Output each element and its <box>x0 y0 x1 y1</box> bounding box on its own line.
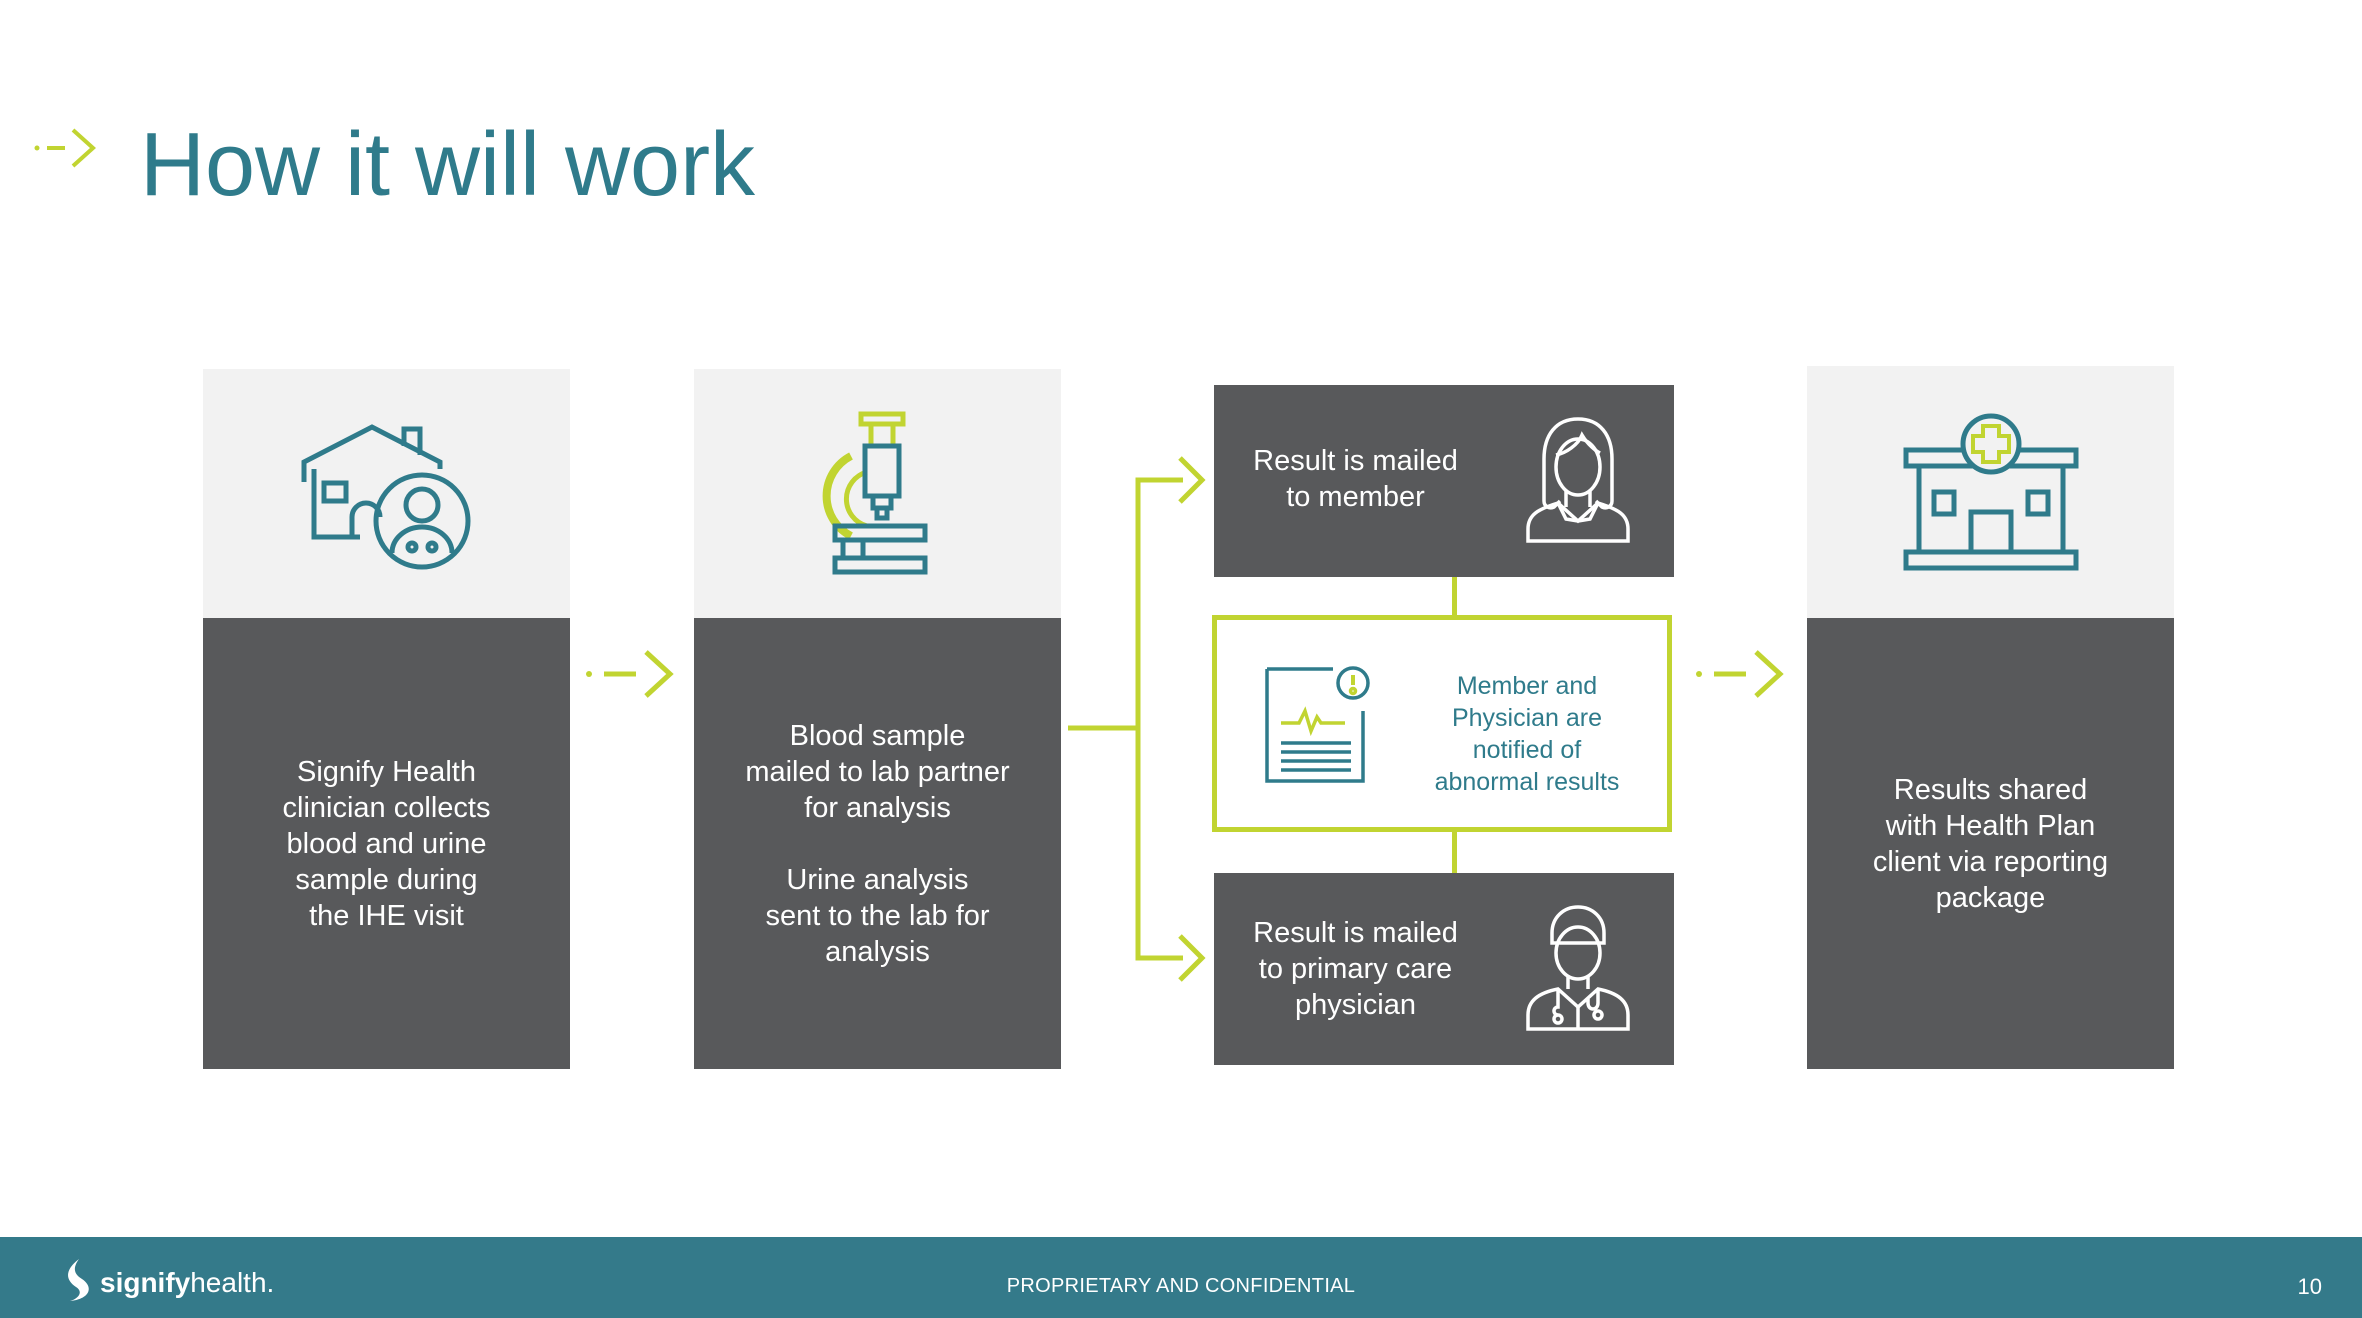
signify-health-logo: signifyhealth. <box>62 1257 274 1303</box>
notify-abnormal-text: Member and Physician are notified of abn… <box>1434 672 1620 796</box>
link-line-top <box>1452 577 1457 617</box>
page-number: 10 <box>2297 1274 2322 1299</box>
logo-wordmark: signifyhealth. <box>100 1267 274 1299</box>
link-line-bottom <box>1452 830 1457 875</box>
step-card-text-area: Results shared with Health Plan client v… <box>1807 618 2174 1069</box>
flow-arrow-icon <box>586 650 674 698</box>
step-card-text-area: Blood sample mailed to lab partner for a… <box>694 618 1061 1069</box>
step-text-lab: Blood sample mailed to lab partner for a… <box>745 719 1010 968</box>
step-card-lab: Blood sample mailed to lab partner for a… <box>694 369 1061 1069</box>
signify-logo-icon <box>68 1259 89 1301</box>
step-text-clinician: Signify Health clinician collects blood … <box>282 755 491 932</box>
confidential-notice: PROPRIETARY AND CONFIDENTIAL <box>1006 1275 1356 1297</box>
microscope-icon <box>822 411 927 574</box>
page-title: How it will work <box>140 115 756 215</box>
step-card-results-shared: Results shared with Health Plan client v… <box>1807 366 2174 1069</box>
house-clinician-icon <box>301 423 470 569</box>
result-physician-box: Result is mailed to primary care physici… <box>1214 873 1674 1065</box>
step-card-clinician: Signify Health clinician collects blood … <box>203 369 570 1069</box>
result-member-box: Result is mailed to member <box>1214 385 1674 577</box>
step-card-icon-area <box>1807 366 2174 618</box>
logo-bold-text: signify <box>100 1267 191 1298</box>
footer-bar: signifyhealth. PROPRIETARY AND CONFIDENT… <box>0 1237 2362 1318</box>
physician-icon <box>1526 905 1630 1031</box>
step-card-icon-area <box>694 369 1061 618</box>
notify-abnormal-box: Member and Physician are notified of abn… <box>1212 615 1672 832</box>
alert-report-icon <box>1265 666 1370 783</box>
branch-connector <box>1068 456 1206 982</box>
title-arrow-icon <box>34 128 96 168</box>
logo-light-text: health. <box>190 1267 275 1298</box>
result-physician-text: Result is mailed to primary care physici… <box>1253 917 1458 1021</box>
flow-arrow-icon <box>1696 650 1784 698</box>
hospital-icon <box>1903 413 2078 571</box>
step-card-icon-area <box>203 369 570 618</box>
female-member-icon <box>1526 417 1630 543</box>
result-member-text: Result is mailed to member <box>1253 445 1458 513</box>
step-text-results-shared: Results shared with Health Plan client v… <box>1872 773 2109 914</box>
step-card-text-area: Signify Health clinician collects blood … <box>203 618 570 1069</box>
